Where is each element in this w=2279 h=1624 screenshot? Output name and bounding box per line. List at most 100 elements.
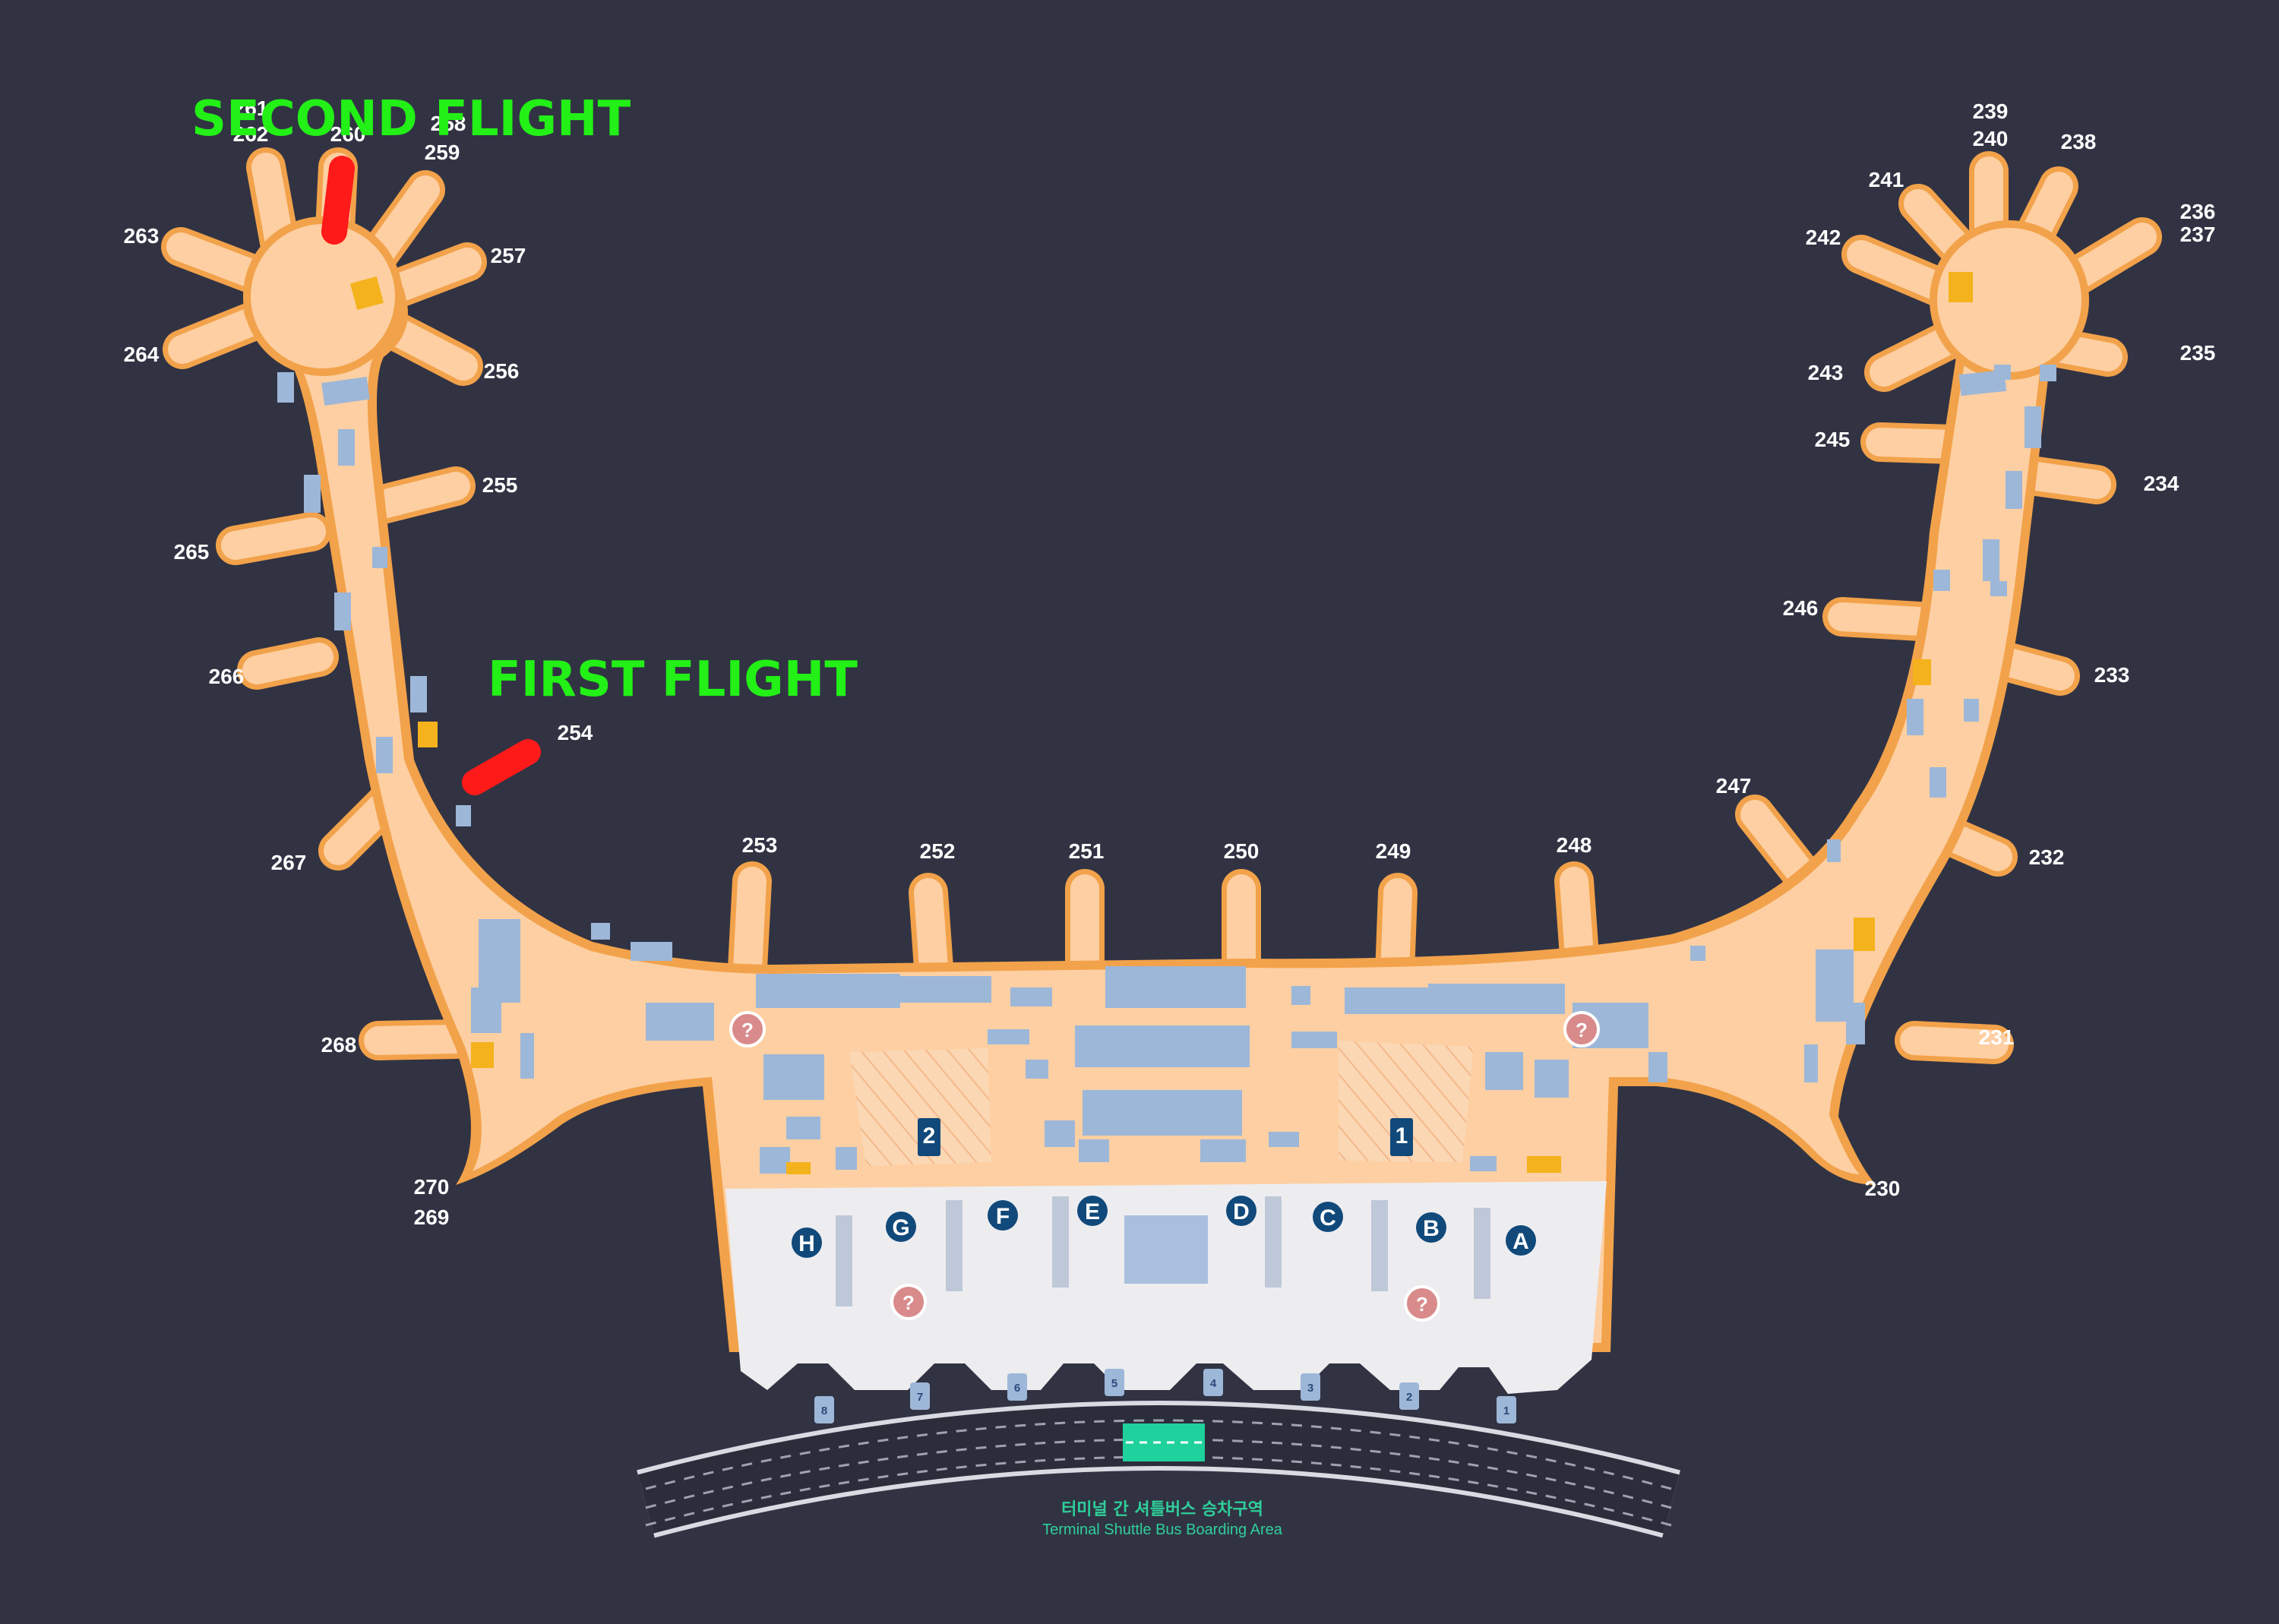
svg-text:3: 3	[1307, 1382, 1313, 1395]
gate-241-label: 241	[1869, 168, 1904, 191]
svg-text:4: 4	[1210, 1377, 1217, 1390]
lounge-icon	[1949, 272, 1973, 302]
gate-257-label: 257	[491, 244, 526, 267]
gate-236-label: 236	[2180, 200, 2216, 223]
svg-text:1: 1	[1396, 1123, 1408, 1148]
svg-text:?: ?	[902, 1291, 915, 1314]
lounge-icon	[349, 276, 384, 311]
security-zone-1-area	[1339, 1041, 1474, 1162]
entrance-doors: 8 7 6 5 4 3 2 1	[814, 1369, 1516, 1423]
svg-text:H: H	[798, 1231, 815, 1256]
gate-267-label: 267	[271, 851, 307, 874]
checkin-row-g: G	[886, 1212, 916, 1242]
door-2: 2	[1399, 1382, 1419, 1410]
svg-text:F: F	[996, 1204, 1010, 1229]
gate-239-label: 239	[1973, 100, 2009, 123]
gate-269-label: 269	[414, 1205, 450, 1229]
gate-labels: 230 231 232 233 234 235 236 237 238 239 …	[124, 96, 2216, 1229]
lounge-icon	[786, 1162, 811, 1174]
gate-264-label: 264	[124, 343, 160, 366]
info-desk-icon: ?	[1404, 1285, 1440, 1322]
gate-261-label: 261	[233, 96, 269, 120]
lounge-icon	[1527, 1156, 1561, 1173]
door-1: 1	[1497, 1396, 1516, 1423]
gate-230-label: 230	[1865, 1177, 1901, 1200]
checkin-row-c: C	[1313, 1202, 1343, 1232]
door-7: 7	[910, 1382, 930, 1410]
gate-259-label: 259	[425, 141, 460, 164]
svg-text:?: ?	[1576, 1019, 1588, 1041]
info-desk-icon: ?	[729, 1011, 766, 1047]
highlighted-gates	[321, 156, 541, 795]
svg-text:8: 8	[821, 1404, 827, 1417]
checkin-row-h: H	[792, 1227, 822, 1258]
shuttle-road: 터미널 간 셔틀버스 승차구역 Terminal Shuttle Bus Boa…	[637, 1401, 1680, 1538]
shuttle-boarding-zone	[1123, 1423, 1205, 1461]
security-zone-markers: 2 1	[918, 1118, 1413, 1156]
svg-text:7: 7	[917, 1391, 923, 1404]
checkin-counters	[836, 1196, 1490, 1306]
door-5: 5	[1105, 1369, 1124, 1396]
gate-246-label: 246	[1783, 596, 1819, 620]
checkin-row-a: A	[1506, 1225, 1536, 1256]
svg-text:2: 2	[1406, 1391, 1412, 1404]
lounge-icon	[1854, 918, 1875, 951]
door-6: 6	[1007, 1373, 1027, 1401]
door-8: 8	[814, 1396, 834, 1423]
svg-text:?: ?	[1416, 1293, 1428, 1316]
shops	[277, 365, 2056, 1174]
gate-253-label: 253	[742, 833, 778, 857]
gate-242-label: 242	[1806, 226, 1841, 249]
gate-251-label: 251	[1069, 839, 1105, 863]
gate-265-label: 265	[174, 540, 210, 564]
lounge-icon	[471, 1042, 494, 1068]
second-flight-gate-highlight	[321, 156, 355, 245]
info-desk-icon: ?	[890, 1284, 927, 1320]
gate-254-label: 254	[558, 721, 593, 744]
gate-270-label: 270	[414, 1175, 450, 1199]
gate-235-label: 235	[2180, 341, 2216, 365]
gate-266-label: 266	[209, 665, 245, 688]
gate-238-label: 238	[2061, 130, 2097, 153]
gate-250-label: 250	[1224, 839, 1260, 863]
svg-text:A: A	[1512, 1229, 1529, 1254]
svg-text:2: 2	[923, 1123, 936, 1148]
gate-268-label: 268	[321, 1033, 357, 1057]
gate-234-label: 234	[2144, 472, 2179, 495]
checkin-row-f: F	[988, 1200, 1018, 1231]
info-icons: ? ? ? ?	[729, 1011, 1600, 1322]
gate-233-label: 233	[2094, 663, 2130, 687]
gate-243-label: 243	[1808, 361, 1844, 384]
gate-240-label: 240	[1973, 127, 2009, 150]
svg-text:C: C	[1320, 1205, 1336, 1231]
second-flight-label: SECOND FLIGHT	[191, 91, 631, 147]
gate-255-label: 255	[482, 473, 518, 497]
svg-text:5: 5	[1111, 1377, 1117, 1390]
door-3: 3	[1301, 1373, 1320, 1401]
security-zone-1: 1	[1390, 1118, 1413, 1156]
svg-text:B: B	[1423, 1216, 1440, 1241]
security-zone-2-area	[849, 1048, 991, 1166]
svg-text:D: D	[1233, 1199, 1250, 1224]
gate-256-label: 256	[484, 359, 520, 383]
checkin-row-b: B	[1416, 1212, 1446, 1243]
gate-260-label: 260	[330, 122, 366, 146]
gate-249-label: 249	[1376, 839, 1411, 863]
first-flight-label: FIRST FLIGHT	[488, 652, 858, 708]
shuttle-label-english: Terminal Shuttle Bus Boarding Area	[1042, 1521, 1283, 1538]
svg-text:E: E	[1085, 1199, 1100, 1224]
gate-263-label: 263	[124, 224, 160, 248]
lounge-icon	[1913, 659, 1931, 685]
gate-247-label: 247	[1716, 774, 1752, 798]
checkin-row-e: E	[1077, 1196, 1108, 1226]
gate-252-label: 252	[920, 839, 956, 863]
gate-245-label: 245	[1815, 428, 1851, 451]
shuttle-label-korean: 터미널 간 셔틀버스 승차구역	[1061, 1500, 1263, 1519]
concourse	[161, 147, 2162, 1394]
gate-237-label: 237	[2180, 223, 2216, 246]
svg-text:?: ?	[741, 1019, 754, 1041]
checkin-row-d: D	[1226, 1196, 1256, 1226]
lounge-icon	[418, 722, 438, 747]
gate-262-label: 262	[233, 122, 269, 146]
